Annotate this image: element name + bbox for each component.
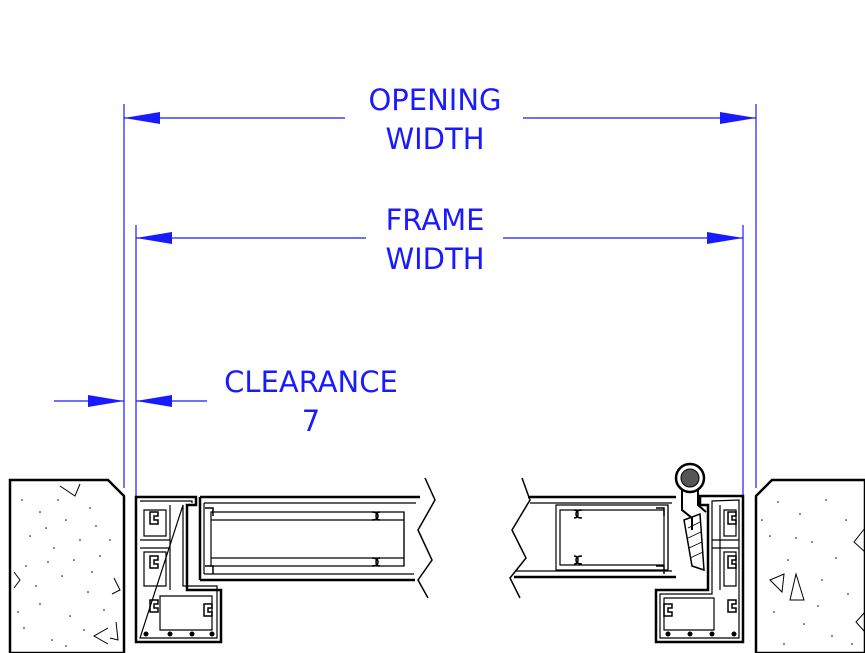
frame-label-line1: FRAME — [386, 203, 485, 237]
right-wall-aggregate — [769, 527, 865, 633]
frame-arrow-left — [136, 232, 172, 244]
right-wall-stipple — [761, 499, 853, 645]
opening-arrow-right — [720, 112, 756, 124]
left-wall-section — [8, 478, 126, 653]
left-frame-profile — [134, 495, 223, 644]
opening-label-line1: OPENING — [368, 83, 501, 117]
clearance-arrow-right — [136, 395, 172, 407]
right-leaf-profile — [509, 477, 676, 599]
frame-label-line2: WIDTH — [385, 242, 484, 276]
clearance-arrow-left — [88, 395, 124, 407]
opening-width-dimension: OPENING WIDTH — [123, 83, 757, 488]
right-wall-section — [754, 478, 865, 653]
clearance-label: CLEARANCE — [224, 365, 398, 399]
left-wall-aggregate — [13, 483, 121, 645]
left-leaf-profile — [198, 477, 436, 599]
frame-arrow-right — [707, 232, 743, 244]
left-wall-stipple — [17, 499, 111, 647]
clearance-dimension: CLEARANCE 7 — [54, 365, 398, 438]
opening-label-line2: WIDTH — [385, 122, 484, 156]
frame-width-dimension: FRAME WIDTH — [135, 203, 744, 496]
opening-arrow-left — [124, 112, 160, 124]
right-frame-profile — [654, 462, 745, 644]
clearance-value: 7 — [302, 404, 320, 438]
